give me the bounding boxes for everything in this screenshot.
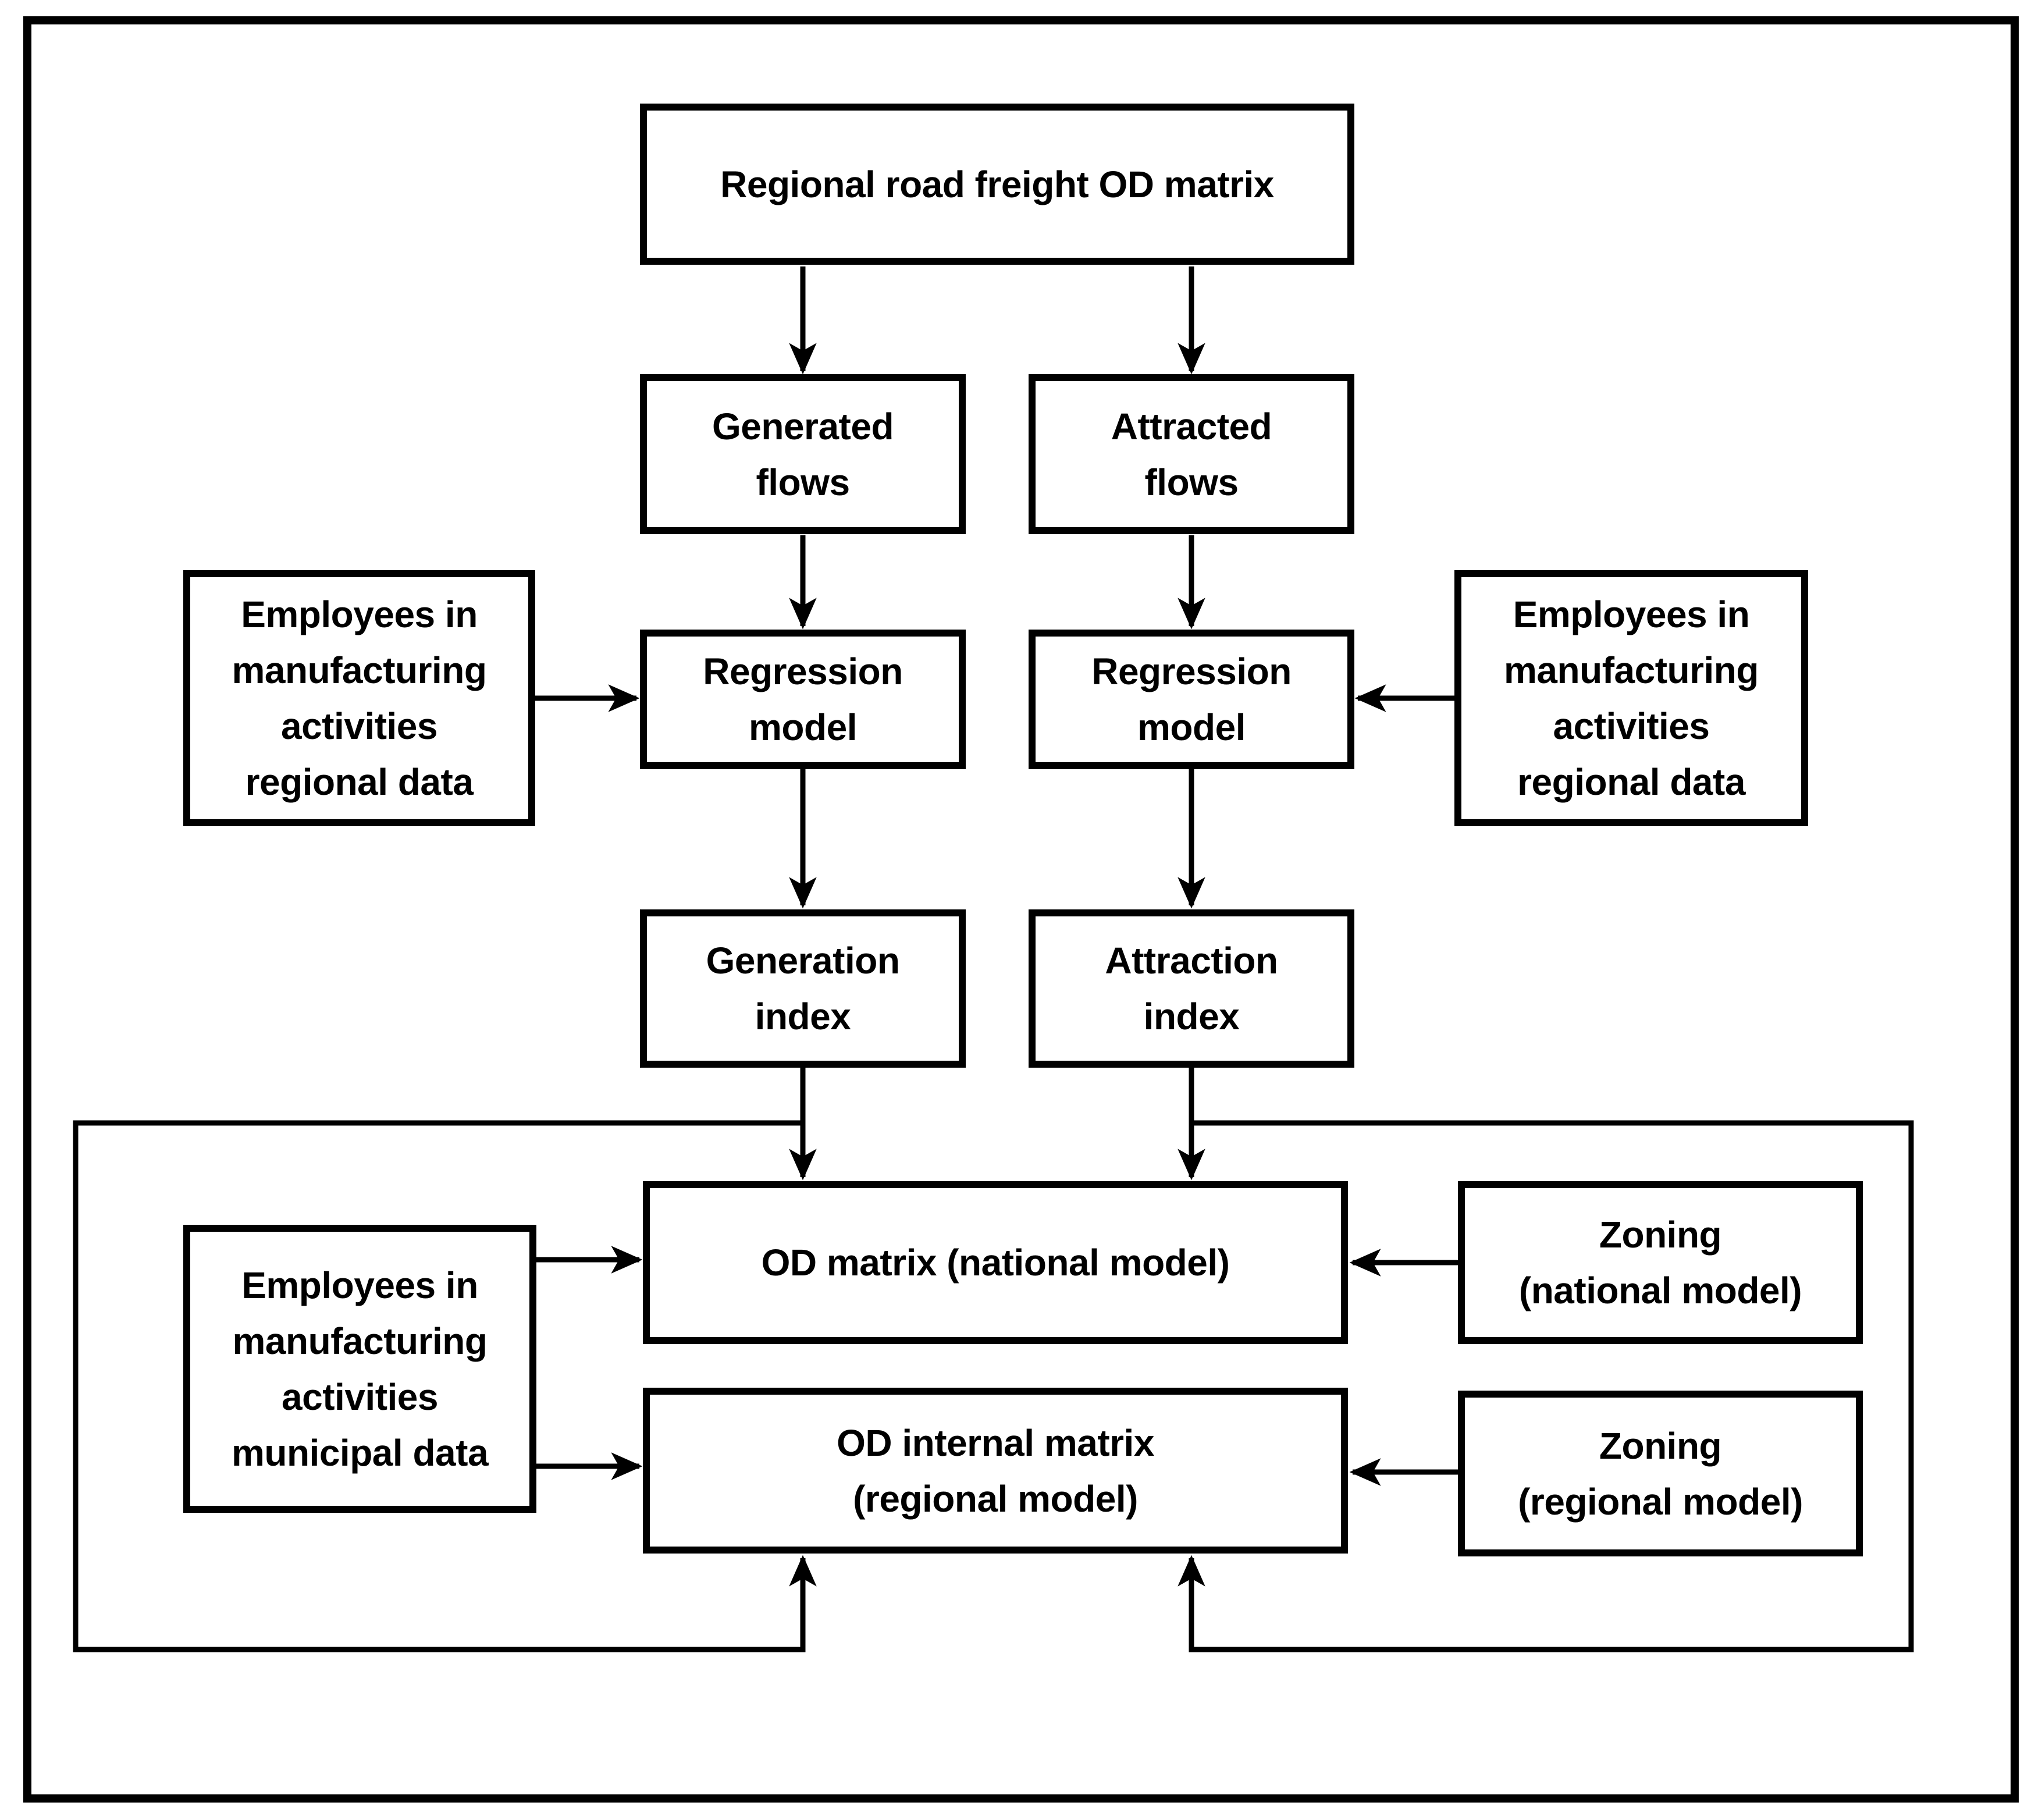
- figure-border: [23, 16, 2019, 1803]
- edge-loop-left-to-od-internal: [73, 1120, 817, 1652]
- node-employees-regional-data-right: Employees in manufacturing activities re…: [1454, 570, 1808, 826]
- node-regression-model-right: Regression model: [1029, 630, 1354, 769]
- node-regression-model-left: Regression model: [640, 630, 966, 769]
- node-od-internal-matrix-regional-model: OD internal matrix (regional model): [643, 1388, 1348, 1554]
- node-regional-road-freight-od-matrix: Regional road freight OD matrix: [640, 104, 1354, 265]
- node-od-matrix-national-model: OD matrix (national model): [643, 1181, 1348, 1344]
- node-attracted-flows: Attracted flows: [1029, 374, 1354, 534]
- node-zoning-national-model: Zoning (national model): [1458, 1181, 1863, 1344]
- node-generation-index: Generation index: [640, 909, 966, 1068]
- node-zoning-regional-model: Zoning (regional model): [1458, 1391, 1863, 1556]
- node-employees-regional-data-left: Employees in manufacturing activities re…: [183, 570, 535, 826]
- edge-loop-right-to-od-internal: [1177, 1120, 1914, 1652]
- node-employees-municipal-data: Employees in manufacturing activities mu…: [183, 1225, 536, 1513]
- node-attraction-index: Attraction index: [1029, 909, 1354, 1068]
- node-generated-flows: Generated flows: [640, 374, 966, 534]
